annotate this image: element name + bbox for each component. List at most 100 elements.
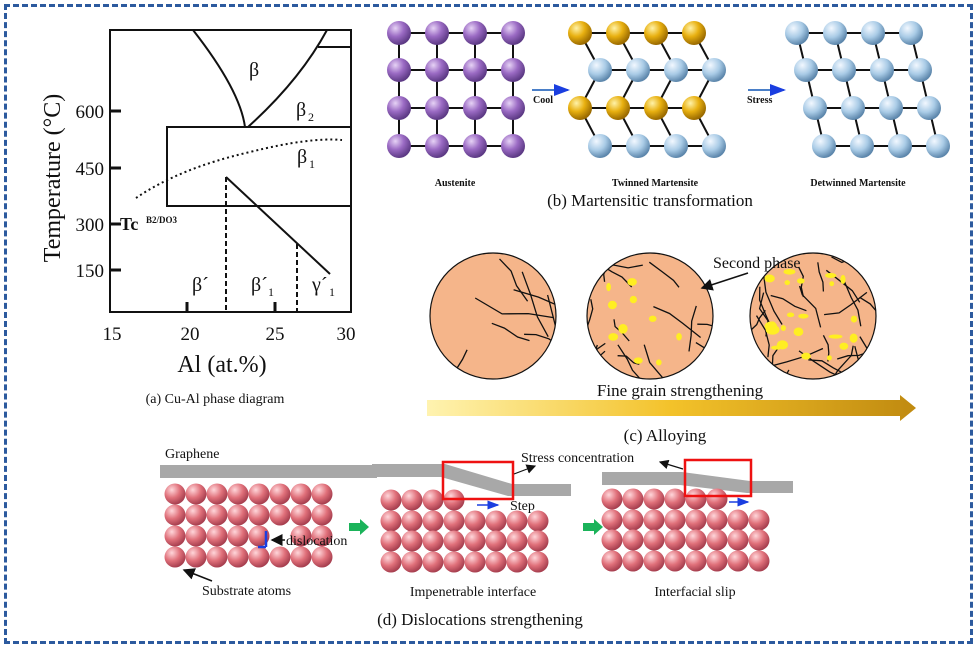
gradient-arrow	[427, 395, 916, 421]
y-axis-label: Temperature (°C)	[40, 94, 66, 263]
substrate-atom	[685, 488, 707, 510]
atom	[888, 134, 912, 158]
atom	[626, 58, 650, 82]
green-arrow-1	[349, 519, 369, 535]
beta1-region	[166, 126, 352, 207]
atom	[803, 96, 827, 120]
impenetrable-label: Impenetrable interface	[410, 585, 536, 600]
precipitate	[786, 312, 795, 318]
substrate-atom	[527, 530, 549, 552]
svg-text:1: 1	[309, 157, 315, 171]
ytick-150: 150	[76, 261, 105, 282]
substrate-atom	[643, 529, 665, 551]
ytick-450: 450	[76, 159, 105, 180]
substrate-atom	[527, 551, 549, 573]
substrate-atom	[164, 546, 186, 568]
substrate-atom	[748, 550, 770, 572]
precipitate	[607, 300, 617, 310]
precipitate	[784, 280, 790, 286]
substrate-atom	[643, 488, 665, 510]
precipitate	[840, 274, 846, 284]
substrate-atom	[464, 510, 486, 532]
atom	[908, 58, 932, 82]
precipitate	[849, 333, 858, 343]
substrate-atom	[206, 525, 228, 547]
plot-frame	[109, 29, 352, 313]
precipitate	[850, 315, 858, 323]
austenite-lattice	[387, 21, 525, 158]
substrate-atom	[485, 510, 507, 532]
atom	[664, 134, 688, 158]
substrate-atom	[164, 483, 186, 505]
xtick-25: 25	[266, 324, 285, 345]
precipitate	[765, 324, 780, 335]
tc-label: Tc	[120, 214, 138, 234]
tc-superscript: B2/DO3	[146, 215, 178, 225]
substrate-atom	[506, 510, 528, 532]
atom	[841, 96, 865, 120]
substrate-atom	[311, 525, 333, 547]
precipitate	[627, 278, 637, 286]
stress-box-1	[441, 460, 515, 501]
substrate-atom	[706, 529, 728, 551]
ordering-curve	[135, 138, 343, 199]
substrate-atom	[401, 510, 423, 532]
substrate-atom	[227, 546, 249, 568]
atom	[463, 58, 487, 82]
substrate-atom	[622, 529, 644, 551]
atom	[501, 21, 525, 45]
atom	[588, 58, 612, 82]
atom	[463, 134, 487, 158]
substrate-atom	[401, 489, 423, 511]
xtick-30: 30	[337, 324, 356, 345]
svg-text:2: 2	[308, 110, 314, 124]
substrate-atom	[227, 483, 249, 505]
grain-circle-3	[749, 252, 877, 380]
martensite-line	[225, 176, 331, 275]
grain-circle-2	[586, 252, 714, 380]
precipitate	[608, 333, 619, 341]
atom	[926, 134, 950, 158]
precipitate	[656, 359, 662, 366]
substrate-atom	[269, 483, 291, 505]
label-beta-prime: β´	[192, 274, 209, 296]
atom	[794, 58, 818, 82]
precipitate	[648, 315, 657, 322]
substrate-atoms-1	[164, 483, 333, 568]
substrate-atom	[422, 551, 444, 573]
substrate-atom	[664, 550, 686, 572]
stress-box-2	[683, 458, 753, 498]
atom	[879, 96, 903, 120]
atom	[501, 58, 525, 82]
atom	[463, 96, 487, 120]
substrate-atom	[290, 525, 312, 547]
atom	[606, 21, 630, 45]
substrate-atom	[380, 530, 402, 552]
atom	[568, 21, 592, 45]
substrate-atom	[464, 551, 486, 573]
substrate-atom	[206, 504, 228, 526]
precipitate	[606, 282, 612, 292]
substrate-atom	[527, 510, 549, 532]
xtick-20: 20	[181, 324, 200, 345]
xtick-15: 15	[103, 324, 122, 345]
stress-label: Stress	[747, 95, 772, 106]
grain-circles	[429, 252, 877, 380]
substrate-atom	[311, 546, 333, 568]
substrate-atom	[422, 530, 444, 552]
caption-b: (b) Martensitic transformation	[547, 191, 753, 210]
label-gamma1-prime: γ´	[311, 274, 328, 296]
precipitate	[771, 345, 782, 350]
atom	[501, 134, 525, 158]
substrate-atom	[380, 510, 402, 532]
graphene-sheet-2	[372, 464, 571, 496]
substrate-atom	[685, 550, 707, 572]
atom	[870, 58, 894, 82]
substrate-atom	[601, 550, 623, 572]
twinned-label: Twinned Martensite	[612, 178, 699, 189]
stress-concentration-label: Stress concentration	[521, 451, 634, 466]
substrate-atom	[248, 525, 270, 547]
dislocation-symbol	[258, 531, 268, 549]
phase-diagram	[109, 29, 352, 313]
detwinned-label: Detwinned Martensite	[810, 178, 906, 189]
